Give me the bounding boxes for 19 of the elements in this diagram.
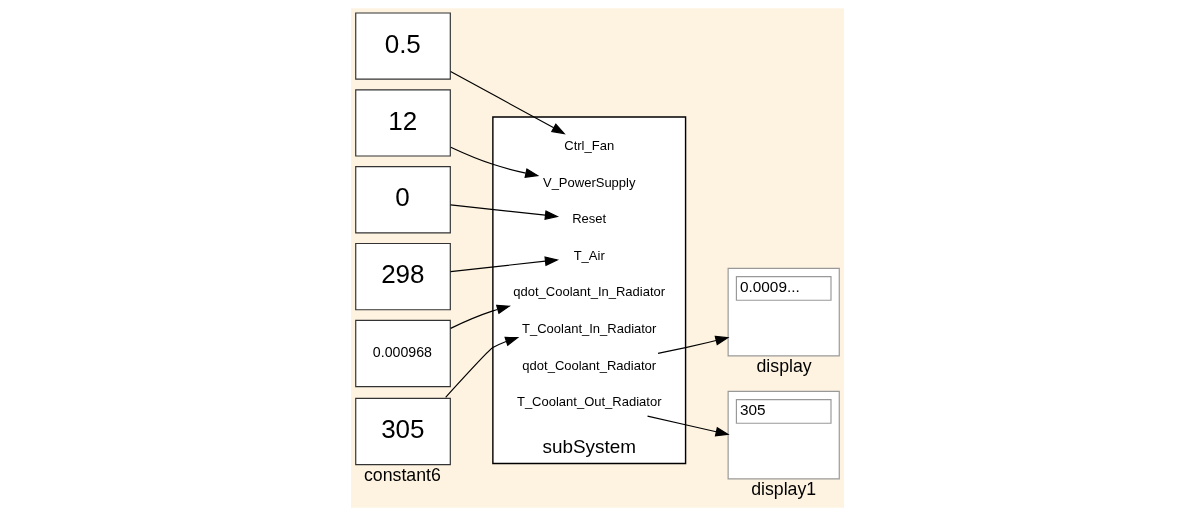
arrow [445, 336, 520, 398]
arrow [450, 146, 540, 178]
arrow [450, 70, 566, 135]
arrow [450, 204, 560, 221]
node-text: qdot_Coolant_In_Radiator [513, 284, 666, 300]
arrow [657, 335, 730, 354]
node-text: T_Air [573, 247, 605, 263]
arrow [450, 304, 511, 329]
node-text: Ctrl_Fan [564, 137, 615, 153]
node-text: qdot_Coolant_Radiator [522, 357, 657, 373]
node-label: display1 [751, 479, 817, 500]
arrow [450, 256, 560, 273]
node-label: display [756, 356, 812, 377]
node-text: T_Coolant_Out_Radiator [516, 394, 662, 410]
node-label: constant6 [364, 465, 441, 486]
node-text: T_Coolant_In_Radiator [522, 321, 657, 337]
node-text: V_PowerSupply [542, 174, 636, 190]
node-text: Reset [572, 211, 607, 227]
arrow [646, 415, 730, 437]
